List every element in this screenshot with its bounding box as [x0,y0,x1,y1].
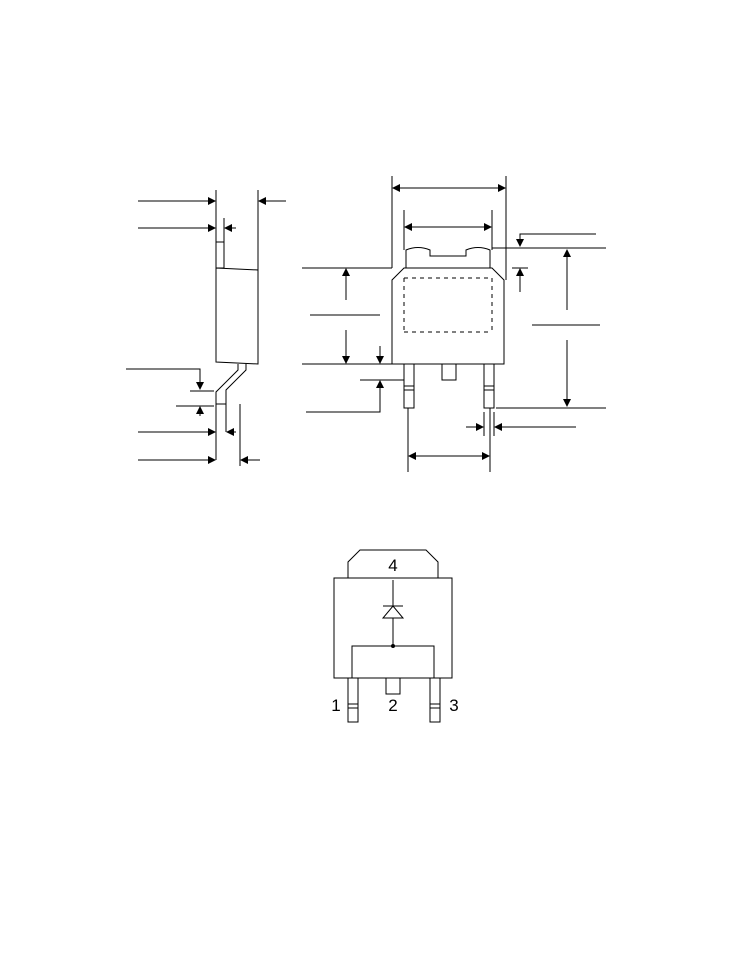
front-tab [405,247,491,269]
dim-arrow-tab-top [516,233,596,247]
side-view [126,190,286,466]
front-view [302,176,606,472]
schematic-lead-3 [429,677,441,723]
side-body [215,267,259,365]
pinout-schematic: 4 1 2 3 [331,549,459,723]
front-lead-center [441,363,457,381]
dim-arrow-lead-offset [306,380,384,413]
pin-label-2: 2 [388,696,397,715]
pin-label-3: 3 [449,696,458,715]
pin-label-4: 4 [388,556,397,575]
dim-arrow-standoff-top [126,368,204,390]
schematic-lead-2 [385,677,401,695]
side-tab [215,241,225,269]
schematic-lead-1 [347,677,359,723]
pin-label-1: 1 [331,696,340,715]
front-body [391,267,505,365]
side-lead [215,364,247,405]
